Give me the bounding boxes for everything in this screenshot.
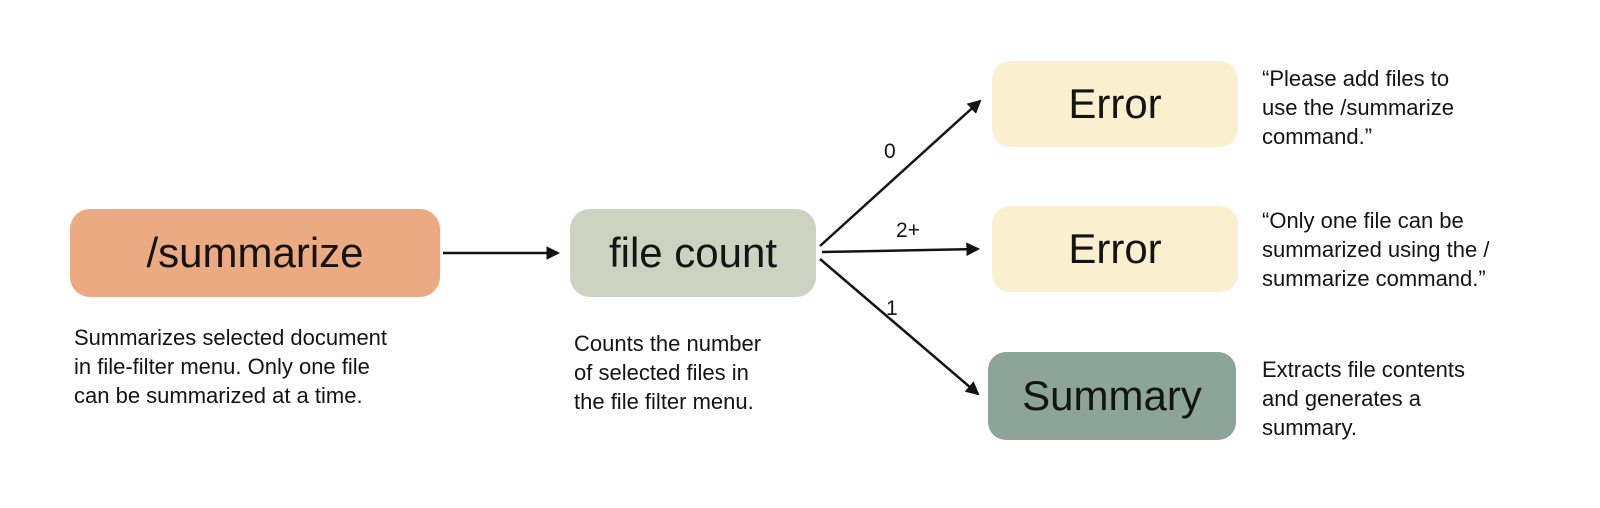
- node-summarize-label: /summarize: [146, 229, 364, 276]
- node-error-zero-files-label: Error: [1068, 80, 1162, 127]
- node-error-multiple-files: Error: [992, 206, 1238, 292]
- node-summary: Summary: [988, 352, 1236, 440]
- node-file-count: file count: [570, 209, 816, 297]
- caption-file-count: Counts the number of selected files in t…: [574, 331, 762, 415]
- node-file-count-label: file count: [608, 229, 778, 276]
- node-error-zero-files: Error: [992, 61, 1238, 147]
- node-summarize: /summarize: [70, 209, 440, 297]
- edge-file-count-to-summary: [819, 258, 980, 396]
- caption-error-multiple-files: “Only one file can be summarized using t…: [1262, 208, 1490, 292]
- edge-label-zero: 0: [884, 140, 896, 163]
- caption-summary: Extracts file contents and generates a s…: [1262, 357, 1465, 441]
- edge-file-count-to-error-zero: [819, 99, 982, 247]
- node-error-multiple-files-label: Error: [1068, 225, 1162, 272]
- node-summary-label: Summary: [1022, 372, 1202, 419]
- edge-label-two-plus: 2+: [896, 219, 920, 242]
- caption-error-zero-files: “Please add files to use the /summarize …: [1262, 66, 1454, 150]
- caption-summarize: Summarizes selected document in file-fil…: [74, 325, 388, 409]
- edge-file-count-to-error-two-plus: [821, 242, 981, 257]
- edge-label-one: 1: [886, 297, 898, 320]
